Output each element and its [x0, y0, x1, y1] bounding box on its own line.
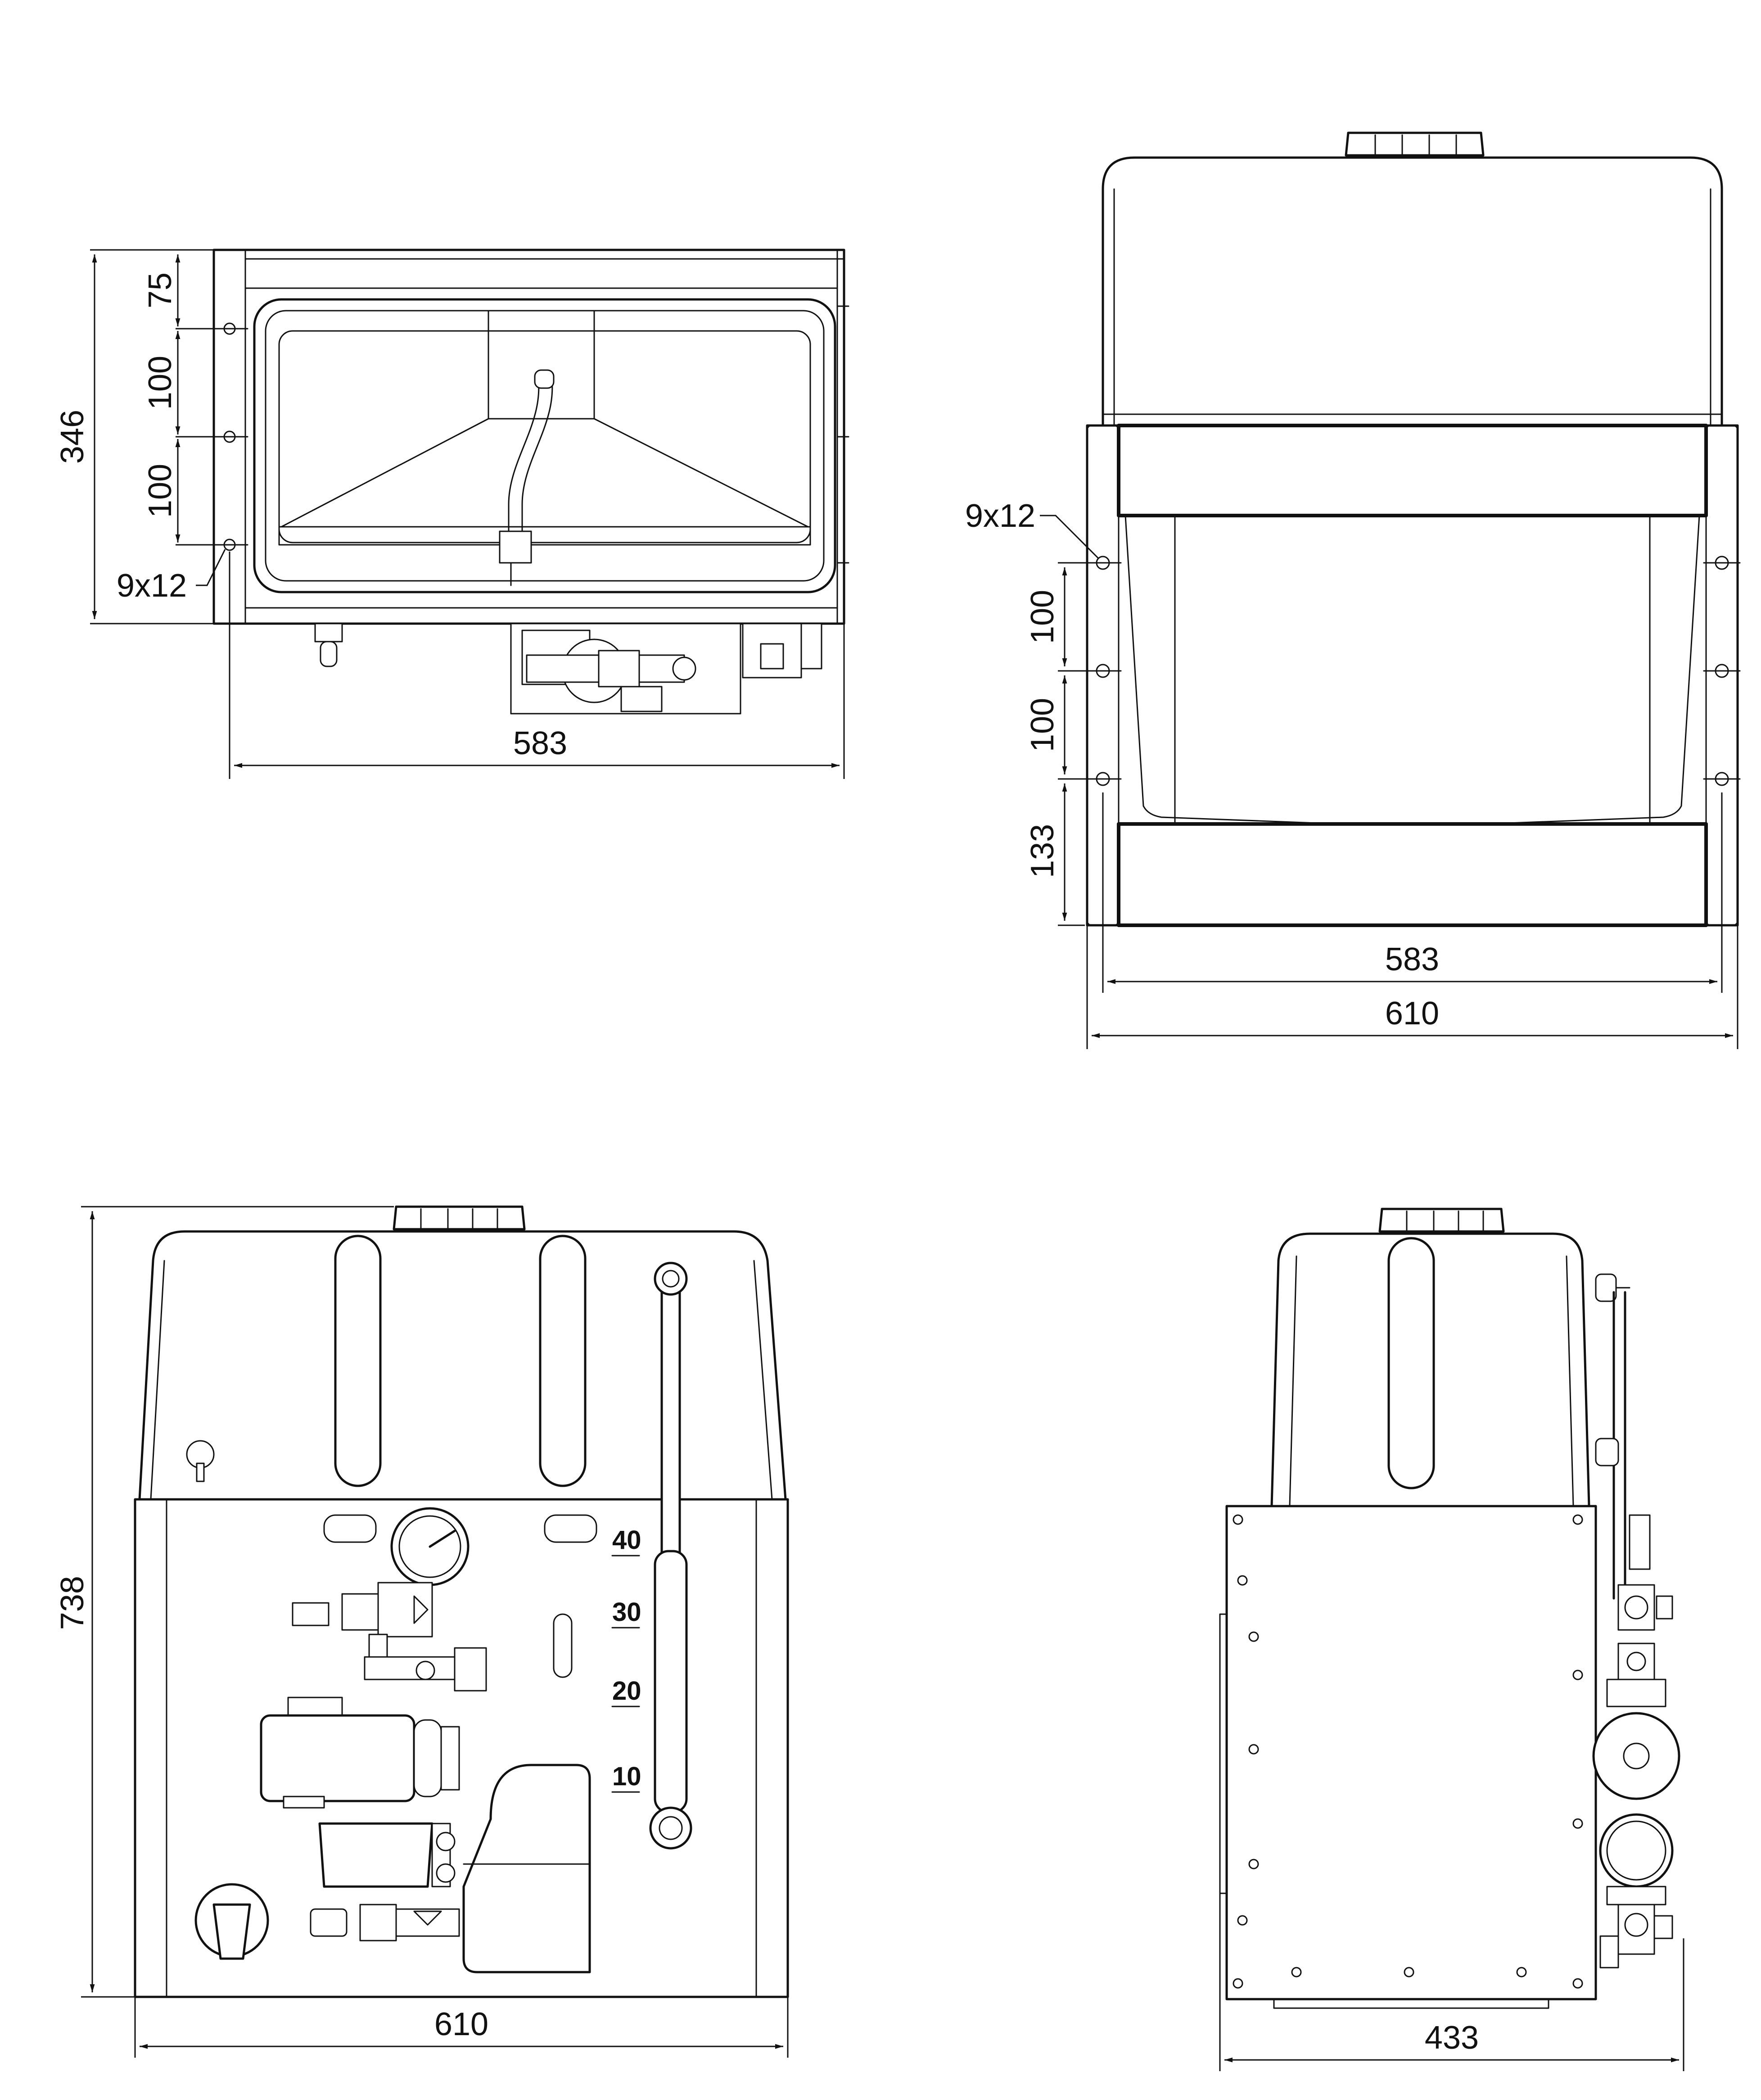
top-seg2-dim: 100 — [142, 356, 178, 410]
top-width-dim: 583 — [513, 725, 567, 761]
scale-30: 30 — [612, 1598, 641, 1627]
panel-width-dim: 610 — [434, 2006, 488, 2042]
top-view: 346 75 100 100 9x12 583 — [54, 249, 849, 779]
scale-20: 20 — [612, 1676, 641, 1706]
front-outer-width-dim: 610 — [1385, 996, 1439, 1032]
top-seg3-dim: 100 — [142, 464, 178, 518]
front-seg2-dim: 100 — [1025, 698, 1061, 752]
panel-view: 40 30 20 10 — [54, 1205, 789, 2058]
front-view: 9x12 100 100 133 583 610 — [965, 131, 1741, 1049]
panel-height-dim: 738 — [54, 1576, 90, 1630]
front-hole-dim: 9x12 — [965, 498, 1035, 534]
front-inner-width-dim: 583 — [1385, 941, 1439, 978]
scale-10: 10 — [612, 1762, 641, 1791]
front-seg3-dim: 133 — [1025, 824, 1061, 878]
top-hole-dim: 9x12 — [117, 568, 187, 604]
top-seg1-dim: 75 — [142, 272, 178, 308]
scale-40: 40 — [612, 1525, 641, 1555]
side-width-dim: 433 — [1425, 2020, 1479, 2056]
top-height-dim: 346 — [54, 410, 90, 464]
front-seg1-dim: 100 — [1025, 590, 1061, 644]
side-view: 433 — [1219, 1208, 1684, 2071]
